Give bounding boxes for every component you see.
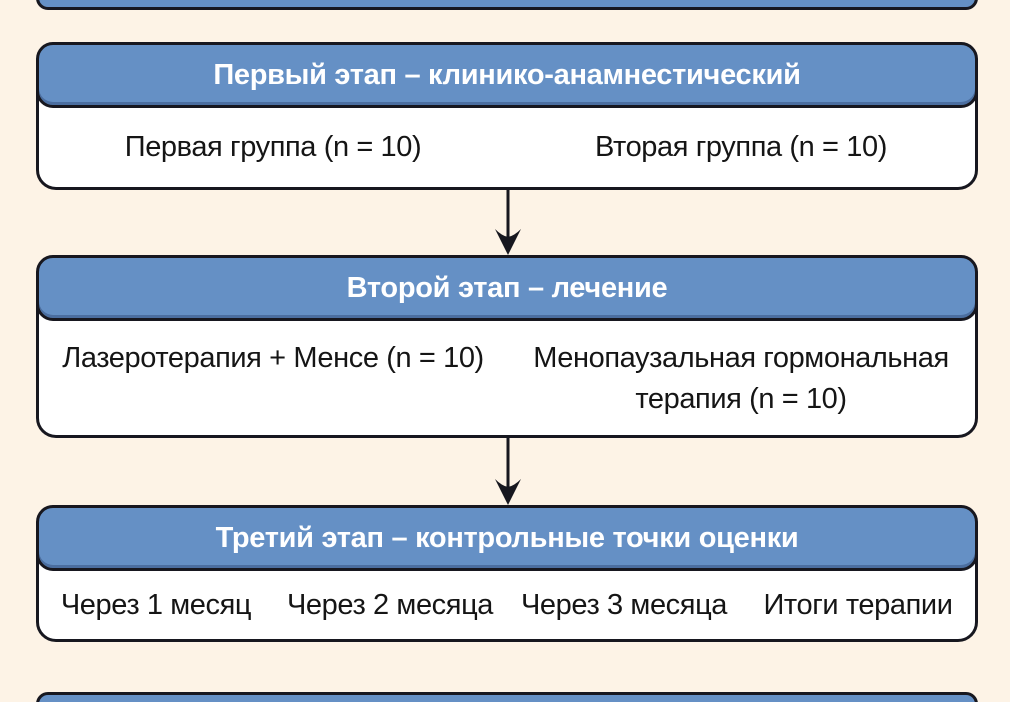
stage-item: Через 1 месяц	[39, 571, 273, 639]
stage-1-body: Первая группа (n = 10) Вторая группа (n =…	[39, 108, 975, 187]
stage-2-title: Второй этап – лечение	[346, 271, 668, 304]
stage-2-header: Второй этап – лечение	[36, 255, 978, 321]
stage-item-line: Через 2 месяца	[286, 588, 494, 621]
stage-box-2: Второй этап – лечение Лазеротерапия + Ме…	[36, 255, 978, 438]
stage-item-line: Первая группа (n = 10)	[124, 131, 422, 163]
stage-item-line: Менопаузальная гормональная	[533, 342, 949, 374]
stage-item: Лазеротерапия + Менсе (n = 10)	[39, 321, 507, 435]
stage-3-header: Третий этап – контрольные точки оценки	[36, 505, 978, 571]
stage-item-line: терапия (n = 10)	[635, 383, 847, 415]
down-arrow-2	[492, 437, 524, 505]
stage-item: Итоги терапии	[741, 571, 975, 639]
stage-2-body: Лазеротерапия + Менсе (n = 10) Менопаузал…	[39, 321, 975, 435]
stage-3-title: Третий этап – контрольные точки оценки	[215, 521, 799, 554]
stage-1-title: Первый этап – клинико-анамнестический	[213, 58, 801, 91]
stage-item: Первая группа (n = 10)	[39, 108, 507, 187]
stage-item: Вторая группа (n = 10)	[507, 108, 975, 187]
stage-3-body: Через 1 месяц Через 2 месяца Через 3 месяц…	[39, 571, 975, 639]
stage-box-1: Первый этап – клинико-анамнестический Пе…	[36, 42, 978, 190]
stage-item: Через 2 месяца	[273, 571, 507, 639]
stage-item: Через 3 месяца	[507, 571, 741, 639]
top-border-bar	[36, 0, 978, 10]
stage-item: Менопаузальная гормональная терапия (n = …	[507, 321, 975, 435]
stage-item-line: Лазеротерапия + Менсе (n = 10)	[62, 342, 484, 374]
bottom-border-bar	[36, 692, 978, 702]
down-arrow-1	[492, 189, 524, 255]
stage-item-line: Через 3 месяца	[520, 588, 728, 621]
stage-item-line: Через 1 месяц	[60, 588, 252, 621]
stage-item-line: Вторая группа (n = 10)	[595, 131, 887, 163]
stage-1-header: Первый этап – клинико-анамнестический	[36, 42, 978, 108]
stage-item-line: Итоги терапии	[763, 588, 953, 621]
stage-box-3: Третий этап – контрольные точки оценки Ч…	[36, 505, 978, 642]
